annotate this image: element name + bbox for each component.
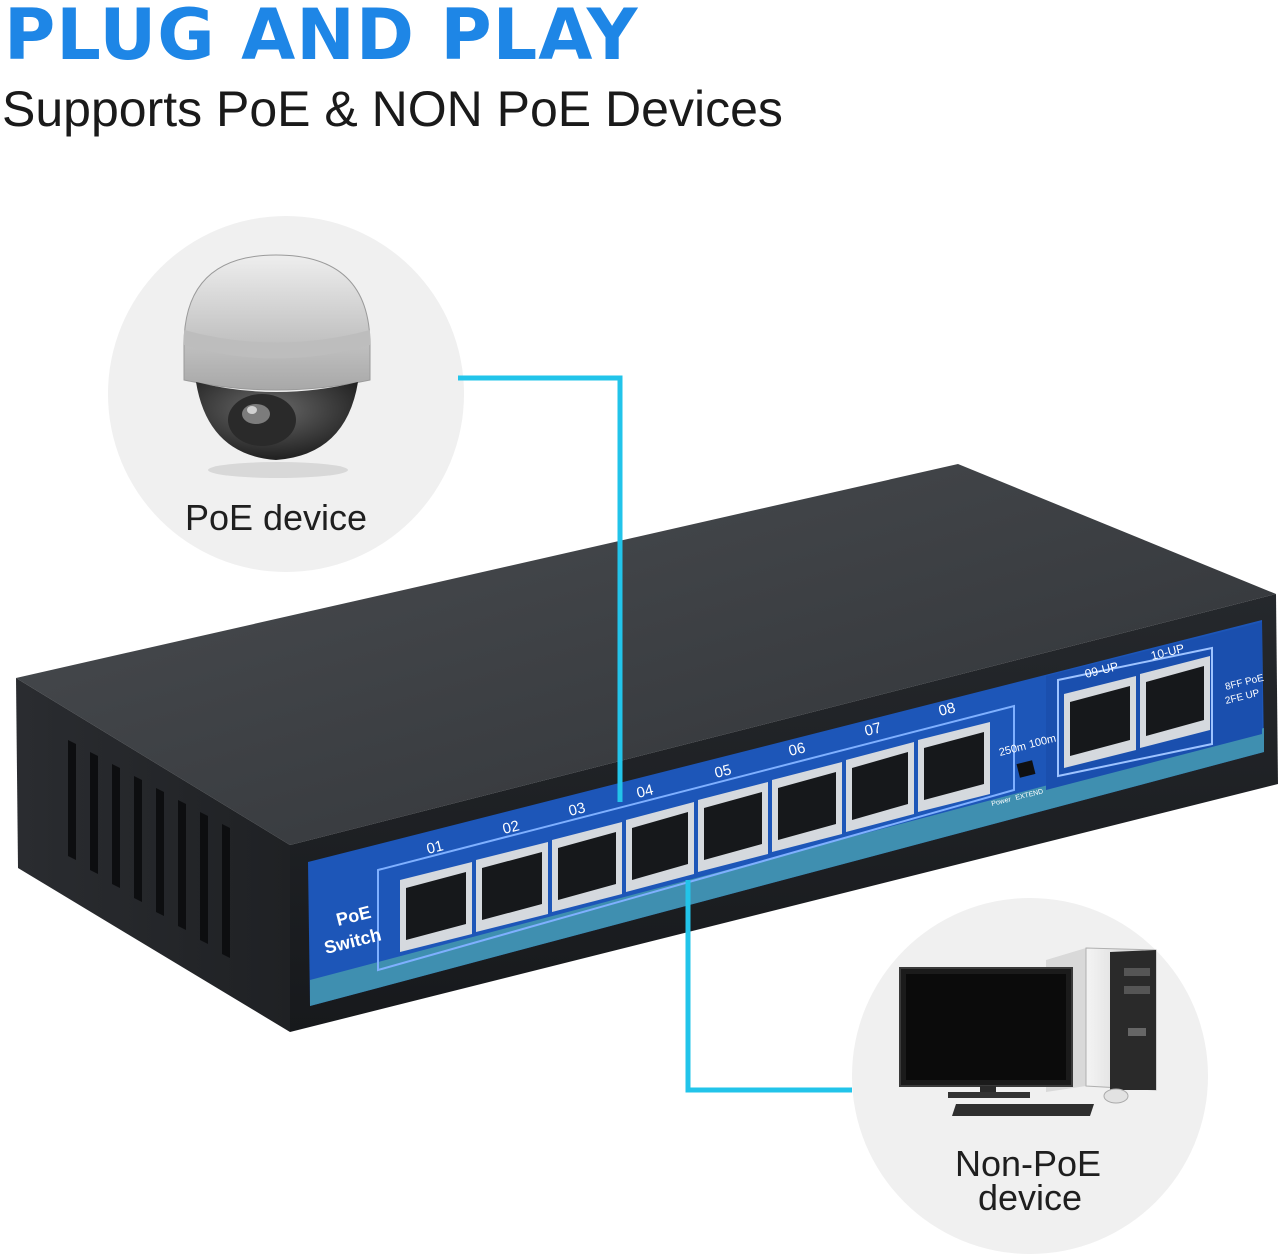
port-label: 06 xyxy=(787,739,807,760)
port-07[interactable] xyxy=(846,742,914,832)
port-09-up[interactable] xyxy=(1064,676,1136,768)
poe-connector-line xyxy=(458,375,623,802)
port-02[interactable] xyxy=(476,842,548,932)
uplink-ports xyxy=(1057,646,1213,778)
poe-switch xyxy=(16,464,1278,1032)
poe-device-label: PoE device xyxy=(185,497,367,538)
scene: PoE device Non-PoE device xyxy=(16,254,1278,1214)
port-label: 04 xyxy=(635,781,655,802)
subheadline: Supports PoE & NON PoE Devices xyxy=(2,81,783,137)
port-label: 05 xyxy=(713,761,733,782)
port-06[interactable] xyxy=(772,762,842,852)
port-08[interactable] xyxy=(918,722,990,812)
non-poe-device-label-line2: device xyxy=(978,1177,1082,1214)
port-10-up[interactable] xyxy=(1140,656,1210,748)
non-poe-device-label-line1: Non-PoE xyxy=(955,1143,1101,1184)
port-04[interactable] xyxy=(626,802,694,892)
port-label: 07 xyxy=(863,719,883,740)
power-led-label: Power xyxy=(991,796,1013,808)
port-label: 08 xyxy=(937,699,957,720)
poe-ports xyxy=(400,722,990,952)
side-vents xyxy=(68,740,230,958)
headline: PLUG AND PLAY xyxy=(4,0,639,76)
non-poe-connector-line xyxy=(685,880,852,1093)
port-01[interactable] xyxy=(400,862,472,952)
port-03[interactable] xyxy=(552,822,622,912)
port-label: 01 xyxy=(425,837,445,858)
port-05[interactable] xyxy=(698,782,768,872)
port-label: 03 xyxy=(567,799,587,820)
dome-camera-icon xyxy=(183,254,371,478)
mode-toggle-switch[interactable] xyxy=(1016,760,1036,778)
desktop-computer-icon xyxy=(899,947,1157,1116)
port-label: 02 xyxy=(501,817,521,838)
